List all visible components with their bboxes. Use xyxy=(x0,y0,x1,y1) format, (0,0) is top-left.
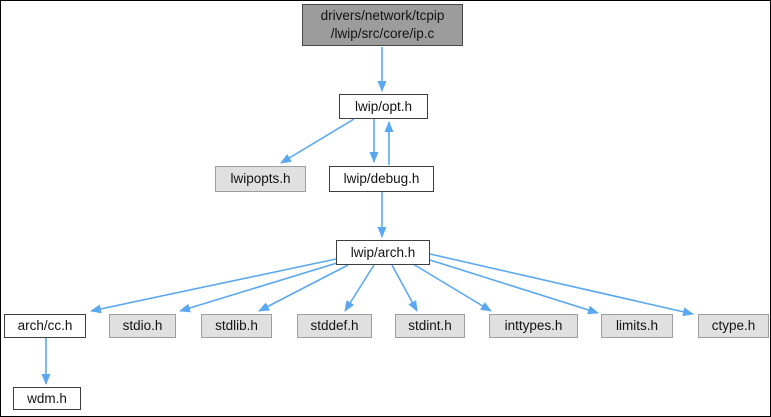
node-inttypes-h: inttypes.h xyxy=(489,314,578,338)
node-arch-cc-h[interactable]: arch/cc.h xyxy=(4,314,86,338)
node-label: wdm.h xyxy=(27,390,67,406)
edge-lwip-arch-h-to-stdlib-h xyxy=(258,264,349,312)
node-label: stdio.h xyxy=(122,318,163,333)
node-wdm-h[interactable]: wdm.h xyxy=(13,387,81,410)
node-lwipopts-h: lwipopts.h xyxy=(215,166,306,192)
edge-lwip-arch-h-to-stdint-h xyxy=(391,264,418,312)
node-ip-c: drivers/network/tcpip/lwip/src/core/ip.c xyxy=(302,4,463,46)
node-label: /lwip/src/core/ip.c xyxy=(330,26,435,41)
node-label: lwipopts.h xyxy=(230,171,291,186)
node-label: drivers/network/tcpip xyxy=(320,8,445,23)
node-label: inttypes.h xyxy=(504,318,563,333)
edge-lwip-arch-h-to-ctype-h xyxy=(429,253,694,317)
node-stdio-h: stdio.h xyxy=(109,314,176,338)
node-label: arch/cc.h xyxy=(17,318,73,333)
edge-lwip-arch-h-to-stdio-h xyxy=(179,262,338,313)
node-label: lwip/debug.h xyxy=(343,171,420,186)
node-label: stdlib.h xyxy=(215,318,258,333)
node-stdlib-h: stdlib.h xyxy=(201,314,272,338)
node-label: ctype.h xyxy=(711,318,756,333)
node-lwip-debug-h[interactable]: lwip/debug.h xyxy=(329,166,434,192)
edge-lwip-arch-h-to-limits-h xyxy=(429,259,599,315)
node-label: stddef.h xyxy=(310,318,359,333)
node-lwip-arch-h[interactable]: lwip/arch.h xyxy=(336,240,430,265)
node-label: lwip/arch.h xyxy=(350,244,416,260)
node-ctype-h: ctype.h xyxy=(698,314,769,338)
edge-lwip-arch-h-to-arch-cc-h xyxy=(90,258,337,314)
node-lwip-opt-h[interactable]: lwip/opt.h xyxy=(339,94,428,119)
node-label: limits.h xyxy=(615,318,658,333)
edge-lwip-arch-h-to-stddef-h xyxy=(344,264,375,312)
node-stdint-h: stdint.h xyxy=(395,314,465,338)
node-label: lwip/opt.h xyxy=(354,98,413,114)
node-stddef-h: stddef.h xyxy=(297,314,372,338)
node-label: stdint.h xyxy=(408,318,452,333)
node-limits-h: limits.h xyxy=(601,314,673,338)
edge-lwip-opt-h-to-lwipopts-h xyxy=(280,118,355,164)
edge-lwip-arch-h-to-inttypes-h xyxy=(412,263,492,312)
